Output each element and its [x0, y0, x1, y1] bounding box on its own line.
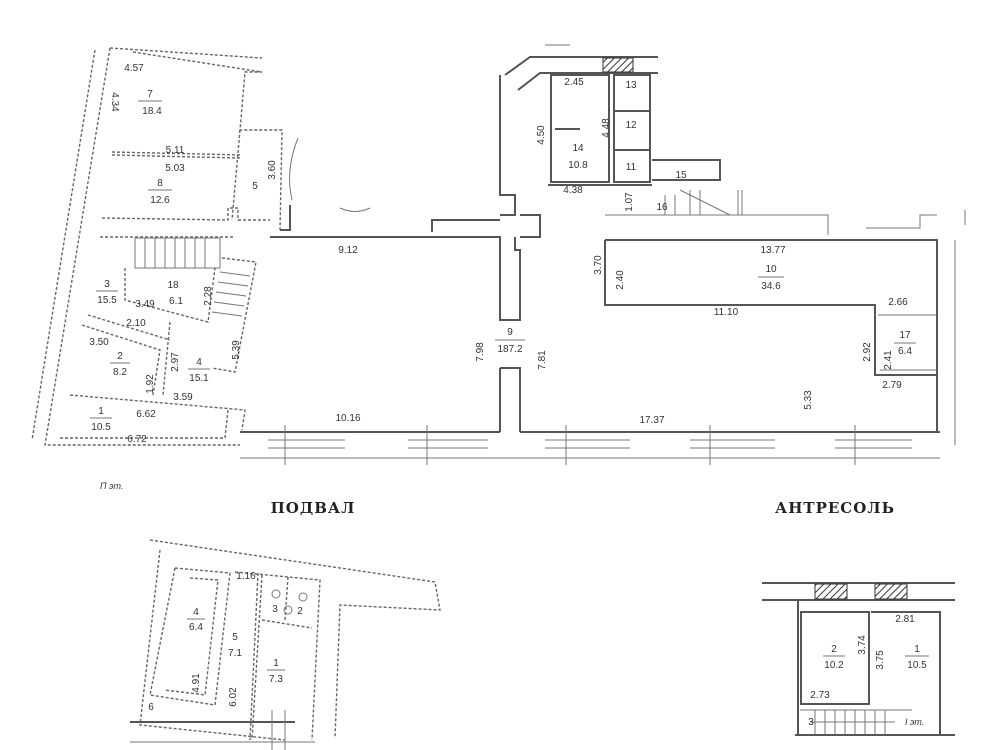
- plan-label: 6.72: [127, 434, 147, 445]
- plan-label: 2.66: [888, 297, 908, 308]
- plan-label: 3: [104, 279, 110, 290]
- plan-label: 5: [252, 181, 258, 192]
- plan-label: 3.50: [89, 337, 109, 348]
- plan-label: 3.74: [857, 635, 868, 655]
- plan-label: 1.92: [145, 374, 156, 394]
- ground-floor-rooms: 7 18.4 8 12.6 5 3 15.5 18 6.1 2 8.2 4 15…: [90, 80, 916, 433]
- plan-label: 2.81: [895, 614, 915, 625]
- plan-label: 6.4: [898, 346, 912, 357]
- mezzanine-plan: [762, 582, 955, 736]
- windows: [268, 425, 912, 465]
- plan-label: 7.3: [269, 674, 283, 685]
- plan-label: 4: [193, 607, 199, 618]
- plan-label: 1: [273, 658, 279, 669]
- plan-label: 17: [899, 330, 911, 341]
- plan-label: 10.8: [568, 160, 588, 171]
- plan-label: 4.48: [601, 118, 612, 138]
- plan-label: 8: [157, 178, 163, 189]
- plan-label: 10.16: [335, 413, 360, 424]
- plan-label: 7.98: [475, 342, 486, 362]
- plan-label: 1: [914, 644, 920, 655]
- ground-floor-dimensions: 4.57 4.34 5.11 5.03 3.60 3.49 2.28 2.10 …: [89, 63, 908, 491]
- mezzanine-title: АНТРЕСОЛЬ: [775, 499, 895, 517]
- plan-label: 2.79: [882, 380, 902, 391]
- plan-label: 2.28: [203, 286, 214, 306]
- plan-label: 10.5: [91, 422, 111, 433]
- plan-label: 14: [572, 143, 584, 154]
- plan-label: 13: [625, 80, 637, 91]
- plan-label: 5.33: [803, 390, 814, 410]
- plan-label: 3.60: [267, 160, 278, 180]
- plan-label: 2.10: [126, 318, 146, 329]
- plan-label: 18.4: [142, 106, 162, 117]
- plan-label: 3: [808, 717, 814, 728]
- plan-label: 5: [232, 632, 238, 643]
- plan-label: 7.81: [537, 350, 548, 370]
- plan-label: 15.5: [97, 295, 117, 306]
- plan-label: 2: [117, 351, 123, 362]
- basement-title: ПОДВАЛ: [271, 499, 356, 517]
- plan-label: 12.6: [150, 195, 170, 206]
- plan-label: 11.10: [714, 307, 739, 318]
- plan-label: 5.39: [231, 340, 242, 360]
- mezzanine-floor-mark: I эт.: [905, 717, 924, 727]
- plan-label: 2.45: [564, 77, 584, 88]
- plan-label: 5.03: [165, 163, 185, 174]
- plan-label: 4.38: [563, 185, 583, 196]
- plan-label: 1.07: [624, 192, 635, 212]
- ground-floor-walls: [31, 44, 966, 465]
- plan-label: 2.40: [615, 270, 626, 290]
- plan-label: 3.70: [593, 255, 604, 275]
- plan-label: 3.75: [875, 650, 886, 670]
- plan-label: 34.6: [761, 281, 781, 292]
- plan-label: 15: [675, 170, 687, 181]
- plan-label: 2.73: [810, 690, 830, 701]
- plan-label: 7: [147, 89, 153, 100]
- plan-label: 6: [148, 702, 154, 713]
- plan-label: 6.62: [136, 409, 156, 420]
- plan-label: 9.12: [338, 245, 358, 256]
- mezzanine-labels: 2 10.2 1 10.5 3 3.74 3.75 2.81 2.73 I эт…: [808, 614, 929, 728]
- plan-label: 4.50: [536, 125, 547, 145]
- plan-label: 2.97: [170, 352, 181, 372]
- plan-label: 2.92: [862, 342, 873, 362]
- plan-label: 4.91: [191, 673, 202, 693]
- plan-label: 3.49: [135, 299, 155, 310]
- plan-label: 3.59: [173, 392, 193, 403]
- plan-label: 2: [831, 644, 837, 655]
- plan-label: 5.11: [166, 145, 185, 156]
- plan-label: 2: [297, 606, 303, 617]
- plan-label: 9: [507, 327, 513, 338]
- plan-label: 4.57: [124, 63, 144, 74]
- plan-label: 18: [167, 280, 179, 291]
- floor-mark: П эт.: [100, 481, 123, 491]
- plan-label: 6.02: [228, 687, 239, 707]
- plan-label: 4: [196, 357, 202, 368]
- plan-label: 1.16: [236, 571, 256, 582]
- plan-label: 4.34: [109, 92, 120, 112]
- plan-label: 2.41: [883, 350, 894, 370]
- plan-label: 3: [272, 604, 278, 615]
- plan-label: 15.1: [189, 373, 209, 384]
- plan-label: 7.1: [228, 648, 242, 659]
- plan-label: 6.4: [189, 622, 203, 633]
- plan-label: 8.2: [113, 367, 127, 378]
- plan-label: 10.5: [907, 660, 927, 671]
- plan-label: 10.2: [824, 660, 844, 671]
- plan-label: 12: [625, 120, 637, 131]
- plan-label: 1: [98, 406, 104, 417]
- plan-label: 13.77: [760, 245, 785, 256]
- plan-label: 187.2: [497, 344, 522, 355]
- basement-labels: 4 6.4 3 2 5 7.1 1 7.3 6 1.16 4.91 6.02: [148, 571, 303, 713]
- plan-label: 10: [765, 264, 777, 275]
- plan-label: 16: [656, 202, 668, 213]
- basement-plan: [130, 539, 441, 750]
- plan-label: 17.37: [639, 415, 664, 426]
- plan-label: 11: [626, 162, 637, 173]
- plan-label: 6.1: [169, 296, 183, 307]
